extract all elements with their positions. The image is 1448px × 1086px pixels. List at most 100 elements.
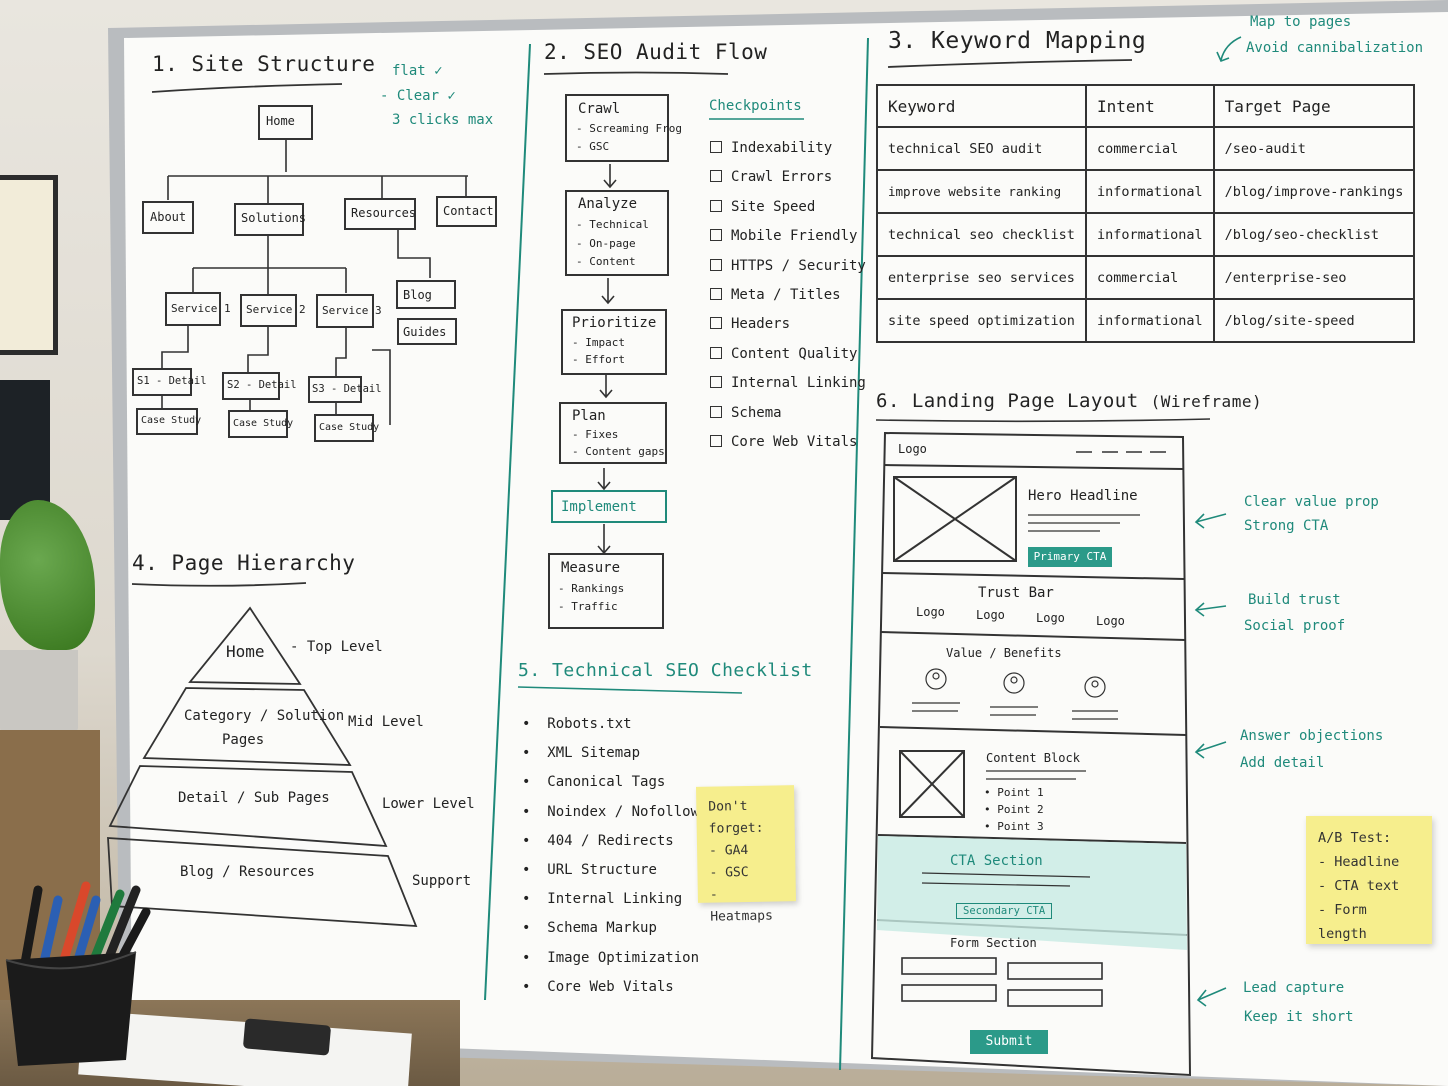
table-cell: informational [1086,299,1214,342]
table-cell: /enterprise-seo [1214,256,1415,299]
submit-button[interactable]: Submit [970,1030,1048,1054]
level-support-label: Support [412,873,471,889]
list-item: • 404 / Redirects [522,827,699,856]
step-implement: Implement [561,499,637,515]
node-s3-detail: S3 - Detail [312,383,382,395]
table-cell: commercial [1086,127,1214,170]
step-crawl: Crawl [578,101,620,117]
site-tree-connectors [0,0,520,480]
cta-section-label: CTA Section [950,853,1043,869]
annotation-text: Add detail [1240,755,1324,771]
sticky-line: - GSC [709,861,783,884]
step-crawl-item: - GSC [576,140,609,153]
level-lower-label: Lower Level [382,796,475,812]
list-item: • Internal Linking [522,885,699,914]
table-row: enterprise seo services commercial /ente… [877,256,1414,299]
node-case-study-2: Case Study [233,418,293,429]
content-point: • Point 3 [984,820,1044,833]
checkpoint-item[interactable]: HTTPS / Security [710,252,866,281]
sticky-line: - GA4 [709,839,783,862]
keyword-mapping-title: 3. Keyword Mapping [888,28,1146,54]
landing-page-title: 6. Landing Page Layout (Wireframe) [876,390,1262,412]
step-crawl-item: - Screaming Frog [576,122,682,135]
checkpoint-item[interactable]: Mobile Friendly [710,222,866,251]
annotation-text: Keep it short [1244,1009,1354,1025]
checkpoints-title: Checkpoints [709,98,802,114]
step-prioritize-item: - Effort [572,353,625,366]
keyword-note-1: Map to pages [1250,14,1351,30]
primary-cta-button[interactable]: Primary CTA [1028,547,1112,567]
node-home: Home [266,114,295,128]
checkpoint-item[interactable]: Schema [710,399,866,428]
title-underline [542,68,732,80]
table-cell: improve website ranking [877,170,1086,213]
page-hierarchy-title: 4. Page Hierarchy [132,551,355,575]
level-category-2: Pages [222,732,264,748]
sticky-line: - CTA text [1318,874,1420,898]
table-row: technical seo checklist informational /b… [877,213,1414,256]
step-analyze-item: - On-page [576,237,636,250]
table-cell: informational [1086,170,1214,213]
tech-checklist-list: • Robots.txt • XML Sitemap • Canonical T… [522,710,699,1002]
node-service-3: Service 3 [322,304,382,317]
step-plan: Plan [572,408,606,424]
node-resources: Resources [351,206,416,220]
step-plan-item: - Fixes [572,428,618,441]
annotation-text: Social proof [1244,618,1345,634]
list-item: • Noindex / Nofollow [522,798,699,827]
checkpoint-item[interactable]: Site Speed [710,193,866,222]
node-contact: Contact [443,204,494,218]
content-block-label: Content Block [986,751,1080,765]
marker-cup [0,860,160,1086]
level-home-label: - Top Level [290,639,383,655]
trust-bar-label: Trust Bar [978,585,1054,601]
sticky-line: Don't forget: [708,795,783,840]
column-header: Intent [1086,85,1214,127]
annotation-text: Lead capture [1243,980,1344,996]
node-solutions: Solutions [241,211,306,225]
checkpoint-item[interactable]: Meta / Titles [710,281,866,310]
sticky-note-ab-test: A/B Test: - Headline - CTA text - Form l… [1306,816,1432,944]
keyword-note-2: Avoid cannibalization [1246,40,1423,56]
node-service-1: Service 1 [171,302,231,315]
step-prioritize: Prioritize [572,315,656,331]
list-item: • Core Web Vitals [522,973,699,1002]
keyword-table: Keyword Intent Target Page technical SEO… [876,84,1415,343]
checkpoint-item[interactable]: Content Quality [710,340,866,369]
node-s1-detail: S1 - Detail [137,375,207,387]
checkpoint-item[interactable]: Headers [710,310,866,339]
sticky-line: - Headline [1318,850,1420,874]
list-item: • Robots.txt [522,710,699,739]
sticky-line: - Form length [1318,898,1420,946]
trust-logo: Logo [976,608,1005,622]
checkpoint-item[interactable]: Core Web Vitals [710,428,866,457]
step-analyze-item: - Technical [576,218,649,231]
step-measure: Measure [561,560,620,576]
checkpoint-item[interactable]: Indexability [710,134,866,163]
node-case-study-3: Case Study [319,422,379,433]
checkpoint-item[interactable]: Crawl Errors [710,163,866,192]
secondary-cta-button[interactable]: Secondary CTA [956,903,1052,919]
title-underline [516,684,746,696]
value-benefits-label: Value / Benefits [946,646,1062,660]
node-about: About [150,210,186,224]
tech-checklist-title: 5. Technical SEO Checklist [518,660,813,681]
table-cell: site speed optimization [877,299,1086,342]
list-item: • Canonical Tags [522,768,699,797]
node-case-study-1: Case Study [141,415,201,426]
level-mid-label: Mid Level [348,714,424,730]
table-cell: technical SEO audit [877,127,1086,170]
trust-logo: Logo [1096,614,1125,628]
level-category: Category / Solution [184,708,344,724]
sticky-line: A/B Test: [1318,826,1420,850]
step-analyze: Analyze [578,196,637,212]
node-service-2: Service 2 [246,303,306,316]
node-blog: Blog [403,288,432,302]
node-guides: Guides [403,325,446,339]
annotation-text: Clear value prop [1244,494,1379,510]
checkpoint-item[interactable]: Internal Linking [710,369,866,398]
table-cell: technical seo checklist [877,213,1086,256]
annotation-text: Answer objections [1240,728,1383,744]
list-item: • Schema Markup [522,914,699,943]
